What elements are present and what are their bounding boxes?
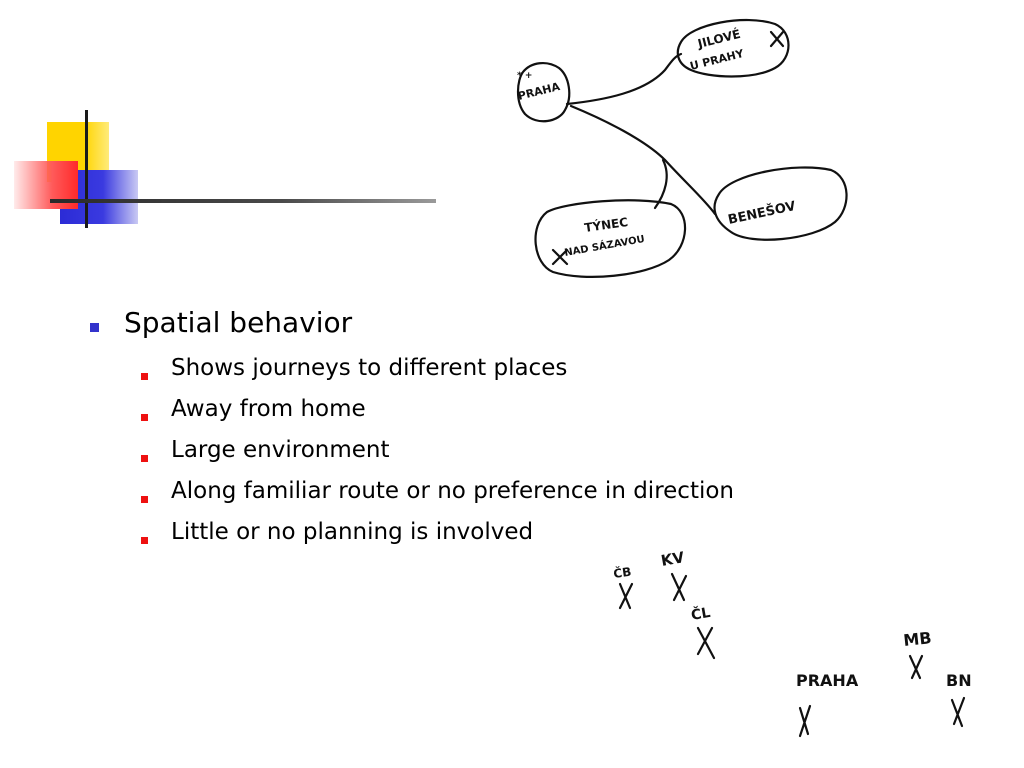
main-bullet-text: Spatial behavior — [124, 306, 353, 339]
benesov-blob — [713, 166, 848, 241]
decor-vertical-line — [85, 110, 88, 228]
sub-bullet-1: Shows journeys to different places — [171, 355, 568, 381]
decor-horizontal-line — [50, 199, 436, 203]
tynec-label-1: TÝNEC — [583, 214, 629, 235]
route-to-tynec — [653, 158, 668, 210]
sub-bullet-marker — [141, 455, 148, 462]
x-mark-praha — [798, 704, 812, 738]
x-mark-mb — [908, 654, 924, 680]
jilove-blob — [676, 18, 790, 78]
sub-bullet-marker — [141, 373, 148, 380]
jilove-label-2: U PRAHY — [689, 47, 746, 73]
sub-bullet-marker — [141, 414, 148, 421]
sub-bullet-3: Large environment — [171, 437, 390, 463]
tynec-label-2: NAD SÁZAVOU — [563, 232, 645, 259]
label-mb: MB — [902, 628, 932, 650]
x-mark-kv — [670, 572, 688, 602]
x-mark-cl — [696, 626, 716, 660]
label-cb: ČB — [612, 564, 632, 581]
sub-bullet-2: Away from home — [171, 396, 366, 422]
tynec-x-mark — [551, 248, 569, 266]
jilove-x-mark — [769, 30, 785, 48]
label-bn: BN — [946, 671, 972, 690]
route-praha-jilove — [565, 52, 683, 106]
label-kv: KV — [660, 548, 686, 570]
praha-blob — [516, 62, 571, 123]
benesov-label: BENEŠOV — [727, 198, 798, 228]
jilove-label-1: JILOVÉ — [695, 26, 742, 51]
sub-bullet-4: Along familiar route or no preference in… — [171, 478, 734, 504]
sub-bullet-5: Little or no planning is involved — [171, 519, 534, 545]
sub-bullet-marker — [141, 496, 148, 503]
praha-node-label: PRAHA — [517, 80, 562, 103]
route-praha-benesov — [569, 104, 717, 216]
tynec-blob — [534, 199, 687, 278]
x-mark-bn — [950, 696, 966, 728]
sketch-map-bottom: ČB KV ČL MB PRAHA BN — [612, 548, 972, 738]
svg-text:* +: * + — [517, 71, 532, 81]
sub-bullet-marker — [141, 537, 148, 544]
x-mark-cb — [618, 582, 634, 610]
label-praha: PRAHA — [796, 671, 859, 690]
label-cl: ČL — [690, 603, 712, 624]
main-bullet-marker — [90, 323, 99, 332]
sketch-map-top: * + PRAHA JILOVÉ U PRAHY BENEŠOV TÝNEC N… — [516, 18, 848, 278]
